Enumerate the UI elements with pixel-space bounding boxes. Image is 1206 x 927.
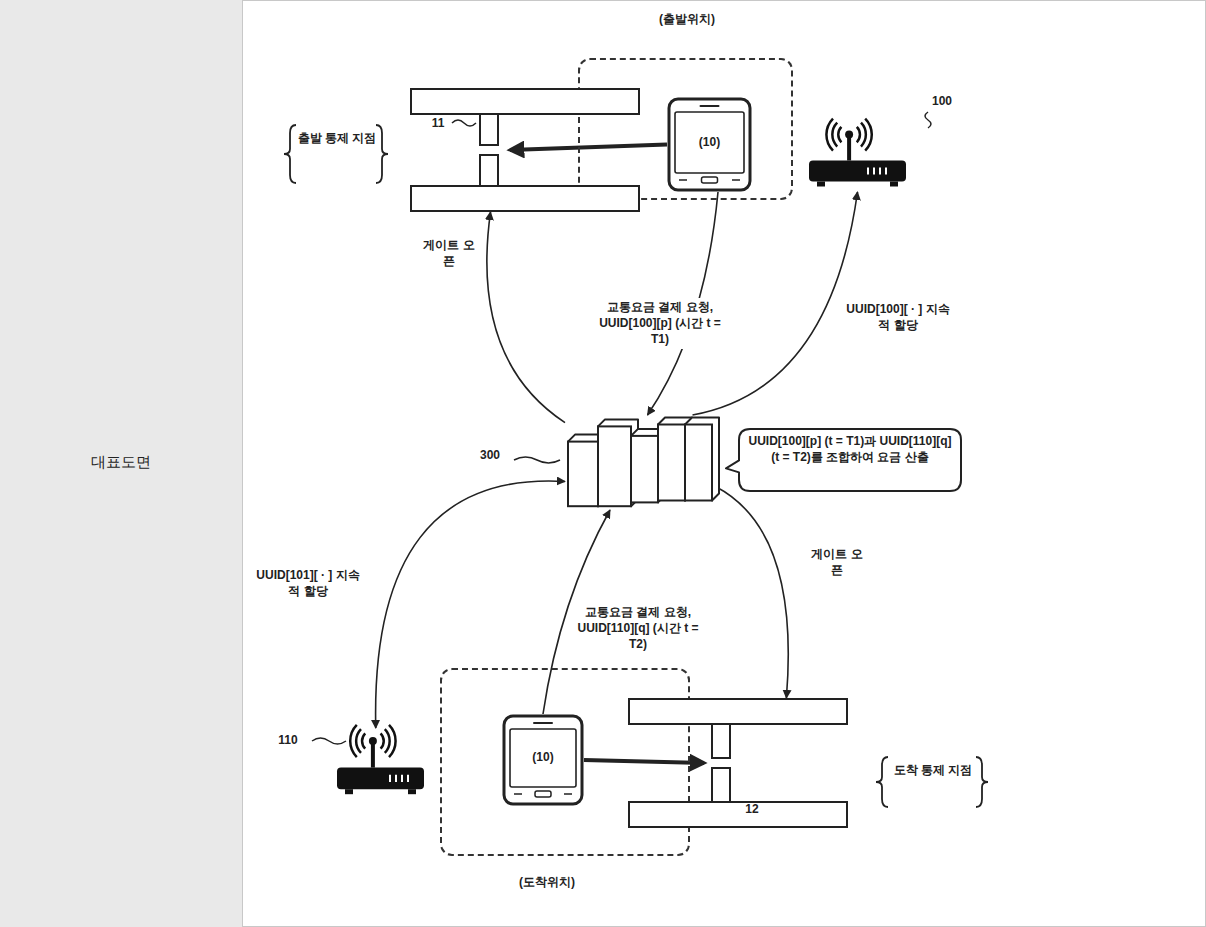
mobile-phone: (10) (502, 714, 584, 806)
cell-heading: 대표도면 (0, 452, 242, 472)
cell-divider (242, 0, 243, 927)
message-arrow (487, 212, 565, 423)
node-text: UUID[100][p] (t = T1)과 UUID[110][q] (t =… (746, 434, 954, 465)
departure-gate: 출발 통제 지점 (410, 88, 640, 212)
callout-number: 110 (268, 733, 308, 749)
movement-arrow (510, 145, 667, 151)
message-arrow (715, 486, 788, 698)
beacon-router: 110 (333, 728, 428, 800)
bracket (876, 757, 888, 807)
node-text: (도착위치) (497, 875, 597, 891)
callout-bubble: UUID[100][p] (t = T1)과 UUID[110][q] (t =… (738, 428, 962, 492)
gate-icon (410, 88, 640, 212)
leader-line (925, 112, 931, 128)
bracket (376, 125, 388, 183)
node-text: (10) (502, 750, 584, 766)
gate-icon (628, 698, 848, 828)
router-icon (333, 728, 428, 800)
leader-line (312, 738, 346, 744)
callout-number: 100 (922, 94, 962, 110)
server-icon (565, 415, 715, 510)
edge-label: 게이트 오픈 (418, 236, 480, 270)
callout-number: 11 (426, 116, 450, 130)
bracket (284, 125, 296, 183)
node-text: 도착 통제 지점 (890, 763, 976, 779)
server: 300 (565, 415, 715, 510)
departure-region: (출발위치)(10) (578, 58, 793, 200)
braces-and-leaders (284, 112, 988, 812)
leader-line (452, 120, 476, 126)
router-icon (805, 122, 910, 192)
edge-label: 게이트 오픈 (806, 545, 868, 579)
leader-line (514, 457, 560, 463)
bracket (976, 757, 988, 807)
mobile-phone: (10) (667, 97, 752, 192)
header-cell: 대표도면 (0, 0, 242, 927)
movement-arrow (584, 760, 704, 763)
callout-number: 12 (740, 802, 764, 816)
node-text: 출발 통제 지점 (296, 131, 378, 147)
message-arrow (376, 481, 565, 728)
node-text: (10) (667, 135, 752, 151)
callout-number: 300 (470, 448, 510, 464)
edge-label: UUID[100][ · ] 지속적 할당 (842, 300, 954, 334)
node-text: (출발위치) (627, 12, 747, 28)
beacon-router: 100 (805, 122, 910, 192)
arrival-gate: 도착 통제 지점 (628, 698, 848, 828)
edge-label: 교통요금 결제 요청, UUID[110][q] (시간 t = T2) (572, 603, 704, 654)
edge-label: 교통요금 결제 요청, UUID[100][p] (시간 t = T1) (590, 298, 730, 349)
edge-label: UUID[101][ · ] 지속적 할당 (252, 566, 364, 600)
